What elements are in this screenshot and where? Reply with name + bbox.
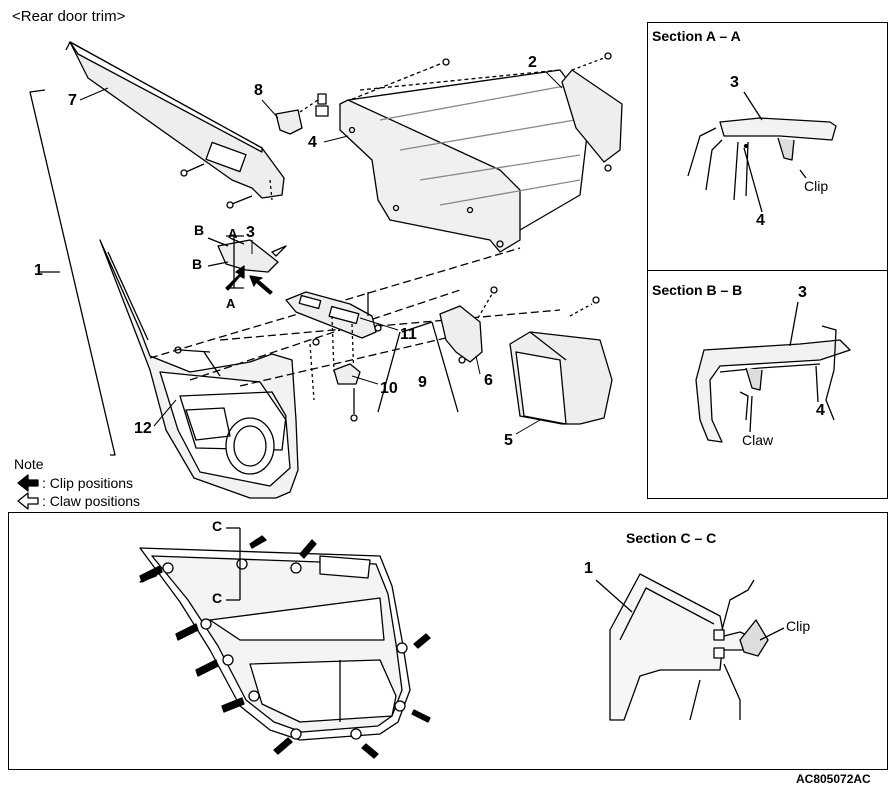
- marker-b-top: B: [194, 222, 205, 238]
- door-outline-clip-layout: [139, 527, 411, 741]
- section-bb-drawing: [695, 301, 851, 443]
- upper-trim-part-7: [65, 41, 285, 209]
- section-aa-bb-frame: [647, 22, 888, 499]
- section-bb-claw-label: Claw: [742, 432, 774, 448]
- section-aa-label-3: 3: [730, 74, 739, 91]
- section-cc-clip-label: Clip: [786, 618, 811, 634]
- section-divider: [648, 270, 887, 271]
- section-aa-title: Section A – A: [652, 28, 741, 44]
- figure-code: AC805072AC: [796, 772, 871, 786]
- switch-panel-part-11: [285, 291, 382, 381]
- switch-part-10: [333, 363, 361, 422]
- callout-9: 9: [418, 374, 427, 391]
- section-aa-clip-label: Clip: [804, 178, 829, 194]
- marker-b-bottom: B: [192, 256, 203, 272]
- inner-panel-part-4: [339, 58, 591, 253]
- callout-2: 2: [528, 54, 537, 71]
- callout-1: 1: [34, 262, 43, 279]
- claw-position-arrow-icon: [17, 492, 39, 510]
- door-trim-part-12: [99, 239, 561, 499]
- section-aa-label-4: 4: [756, 212, 765, 229]
- callout-12: 12: [134, 420, 152, 437]
- callout-3: 3: [246, 224, 255, 241]
- note-heading: Note: [14, 456, 44, 472]
- marker-c-top: C: [212, 518, 223, 534]
- callout-8: 8: [254, 82, 263, 99]
- section-cc-label-1: 1: [584, 560, 593, 577]
- callout-4: 4: [308, 134, 317, 151]
- callout-leaders: [79, 71, 563, 435]
- callout-10: 10: [380, 380, 398, 397]
- speaker-box-part-5: [509, 296, 613, 425]
- callout-5: 5: [504, 432, 513, 449]
- item-9-bracket: [401, 321, 433, 333]
- clip-part-8: [275, 93, 329, 135]
- diagram-title: <Rear door trim>: [12, 8, 126, 25]
- marker-a-bottom: A: [226, 296, 236, 311]
- section-bb-label-4: 4: [816, 402, 825, 419]
- clip-bracket-part-3: [217, 235, 287, 289]
- callout-6: 6: [484, 372, 493, 389]
- section-bb-title: Section B – B: [652, 282, 743, 298]
- section-cc-drawing: [595, 573, 785, 721]
- marker-c-bottom: C: [212, 590, 223, 606]
- section-cc-title: Section C – C: [626, 530, 717, 546]
- item-1-bracket: [29, 89, 116, 456]
- clip-arrows-part-3: [225, 265, 273, 295]
- section-bb-label-3: 3: [798, 284, 807, 301]
- bracket-part-6: [439, 286, 498, 364]
- bracket-part-2: [561, 52, 623, 172]
- callout-11: 11: [400, 326, 417, 343]
- bottom-detail-frame: [8, 512, 888, 770]
- callout-7: 7: [68, 92, 77, 109]
- marker-a-top: A: [228, 226, 238, 241]
- clip-position-arrow-icon: [17, 474, 39, 492]
- note-claw-positions: : Claw positions: [42, 493, 141, 509]
- bottom-clip-arrows: [139, 535, 431, 759]
- section-marker-arrows: [207, 237, 245, 267]
- section-aa-drawing: [687, 91, 837, 213]
- note-clip-positions: : Clip positions: [42, 475, 134, 491]
